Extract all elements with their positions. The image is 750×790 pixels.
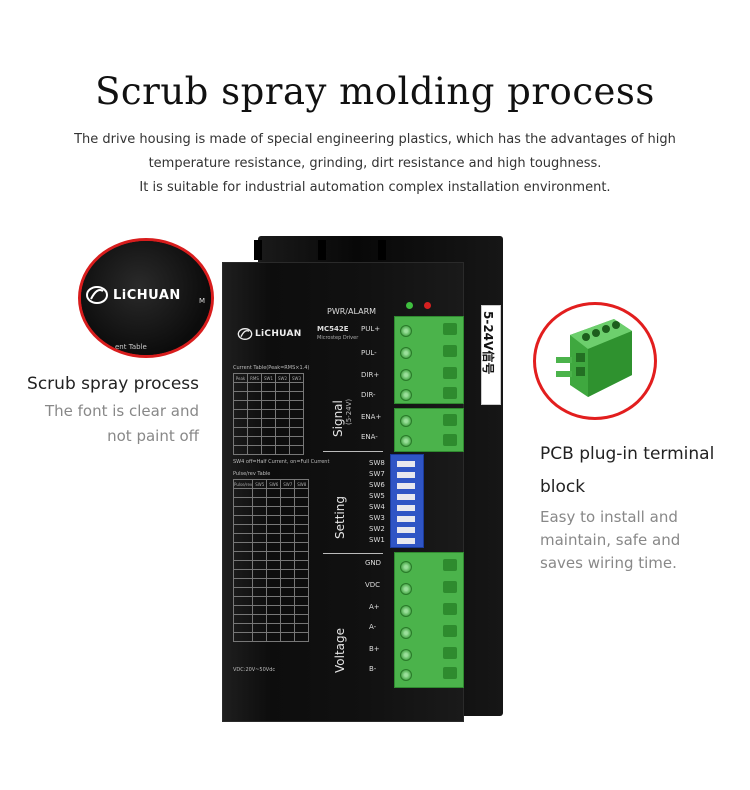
signal-label-ena-minus: ENA- (361, 433, 378, 441)
description-line-1: The drive housing is made of special eng… (74, 132, 676, 147)
right-callout-sub-1: Easy to install and (540, 508, 678, 526)
pulse-table-header: Pulse/rev (232, 479, 254, 489)
current-table-header: SW1 (261, 373, 276, 383)
setting-label: SW4 (369, 503, 385, 511)
voltage-sticker-text: 5-24V信号 (481, 311, 495, 375)
device-logo: LiCHUAN (237, 327, 302, 341)
pulse-table: Pulse/rev SW5 SW6 SW7 SW8 (232, 479, 310, 642)
right-callout-title-1: PCB plug-in terminal (540, 444, 715, 464)
power-led (406, 302, 413, 309)
pulse-table-header: SW8 (294, 479, 310, 489)
current-table-header: Peak (233, 373, 248, 383)
device-brand-swirl-icon (237, 328, 253, 340)
right-callout-sub-2: maintain, safe and (540, 531, 681, 549)
current-table-header: SW2 (275, 373, 290, 383)
stepper-driver-device: LiCHUAN MC542E Microstep Driver Current … (218, 236, 503, 728)
pulse-table-header: SW6 (266, 479, 282, 489)
right-callout-sub-3: saves wiring time. (540, 554, 677, 572)
brand-logo: LiCHUAN (85, 285, 181, 305)
signal-label-dir-plus: DIR+ (361, 371, 380, 379)
signal-terminal-block-2[interactable] (394, 408, 464, 452)
setting-label: SW7 (369, 470, 385, 478)
pwr-alarm-label: PWR/ALARM (327, 307, 377, 316)
terminal-zoom-callout (533, 302, 657, 420)
zoom-edge-letter: M (198, 297, 205, 305)
voltage-label-b-plus: B+ (369, 645, 380, 653)
description-line-2: temperature resistance, grinding, dirt r… (148, 156, 602, 171)
current-table-note: SW4 off=Half Current, on=Full Current (233, 459, 330, 465)
zoom-small-text: ent Table (115, 343, 147, 351)
current-table-header: SW3 (289, 373, 304, 383)
pulse-table-header: SW7 (280, 479, 296, 489)
voltage-label-gnd: GND (365, 559, 382, 567)
signal-label-dir-minus: DIR- (361, 391, 376, 399)
current-table-caption: Current Table(Peak=RMS×1.4) (233, 365, 310, 371)
dip-switch[interactable] (390, 454, 424, 548)
right-callout-title-2: block (540, 477, 586, 497)
voltage-label-vdc: VDC (365, 581, 381, 589)
setting-label: SW6 (369, 481, 385, 489)
left-callout-sub-2: not paint off (107, 427, 199, 445)
signal-terminal-block-1[interactable] (394, 316, 464, 404)
current-table-header: RMS (247, 373, 262, 383)
device-brand-text: LiCHUAN (255, 329, 302, 339)
setting-label: SW5 (369, 492, 385, 500)
voltage-title: Voltage (333, 627, 347, 673)
voltage-label-a-minus: A- (369, 623, 377, 631)
terminal-block-icon (556, 319, 632, 397)
setting-title: Setting (333, 496, 347, 539)
pulse-table-header: SW5 (252, 479, 268, 489)
voltage-sticker: 5-24V信号 (481, 305, 501, 405)
voltage-label-a-plus: A+ (369, 603, 380, 611)
zoom-brand-text: LiCHUAN (113, 287, 181, 303)
voltage-label-b-minus: B- (369, 665, 377, 673)
page-title: Scrub spray molding process (95, 70, 655, 113)
signal-label-ena-plus: ENA+ (361, 413, 382, 421)
left-callout-title: Scrub spray process (27, 374, 199, 394)
setting-label: SW8 (369, 459, 385, 467)
signal-label-pul-plus: PUL+ (361, 325, 381, 333)
voltage-note: VDC:20V~50Vdc (233, 667, 276, 673)
logo-zoom-callout: LiCHUAN M ent Table (78, 238, 214, 358)
voltage-terminal-block[interactable] (394, 552, 464, 688)
alarm-led (424, 302, 431, 309)
setting-label: SW1 (369, 536, 385, 544)
current-table: Peak RMS SW1 SW2 SW3 (233, 373, 304, 455)
pulse-table-caption: Pulse/rev Table (233, 471, 271, 477)
device-model-sub: Microstep Driver (317, 335, 359, 341)
left-callout-sub-1: The font is clear and (44, 402, 199, 420)
signal-label-pul-minus: PUL- (361, 349, 377, 357)
setting-label: SW2 (369, 525, 385, 533)
brand-swirl-icon (86, 286, 108, 304)
device-model: MC542E (317, 325, 349, 333)
description-line-3: It is suitable for industrial automation… (139, 180, 611, 195)
signal-title: Signal (331, 400, 345, 437)
signal-sub: (5-24V) (345, 398, 353, 425)
setting-label: SW3 (369, 514, 385, 522)
